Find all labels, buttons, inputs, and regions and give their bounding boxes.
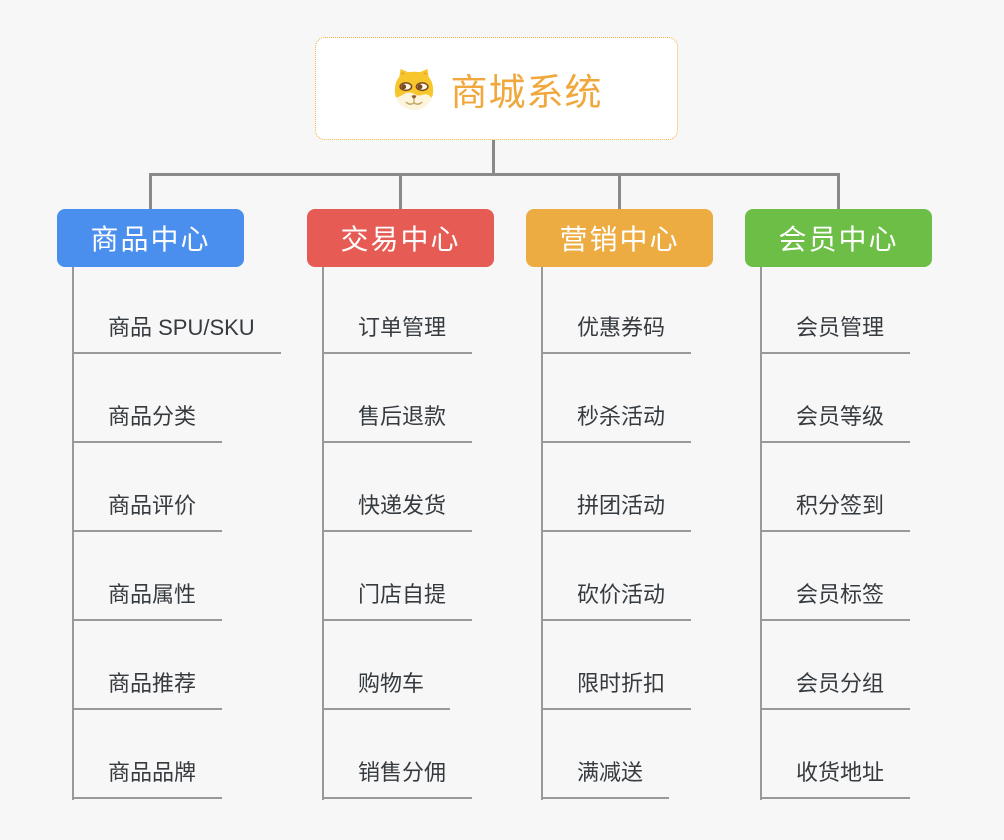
branch-item[interactable]: 商品推荐 (72, 669, 223, 710)
branch-item[interactable]: 商品品牌 (72, 758, 223, 799)
connector-drop-member (837, 173, 840, 209)
root-title: 商城系统 (450, 71, 603, 113)
branch-item[interactable]: 售后退款 (322, 402, 473, 443)
connector-root-stem (492, 140, 495, 173)
branch-item[interactable]: 秒杀活动 (541, 402, 692, 443)
connector-bus (149, 173, 840, 176)
branch-product-center: 商品中心 商品 SPU/SKU 商品分类商品评价商品属性商品推荐商品品牌 (57, 209, 297, 809)
branch-item[interactable]: 订单管理 (322, 313, 473, 354)
connector-drop-marketing (618, 173, 621, 209)
branch-item[interactable]: 商品分类 (72, 402, 223, 443)
dog-face-icon (394, 68, 433, 110)
branch-rail (322, 267, 324, 800)
connector-drop-trade (399, 173, 402, 209)
branch-item[interactable]: 会员管理 (760, 313, 911, 354)
branch-rail (760, 267, 762, 800)
branch-header-member[interactable]: 会员中心 (745, 209, 932, 267)
branch-marketing-center: 营销中心 优惠券码秒杀活动拼团活动砍价活动限时折扣满减送 (526, 209, 766, 809)
branch-item[interactable]: 销售分佣 (322, 758, 473, 799)
branch-rail (72, 267, 74, 800)
branch-item[interactable]: 限时折扣 (541, 669, 692, 710)
branch-item[interactable]: 快递发货 (322, 491, 473, 532)
branch-header-marketing[interactable]: 营销中心 (526, 209, 713, 267)
branch-item[interactable]: 收货地址 (760, 758, 911, 799)
branch-item[interactable]: 优惠券码 (541, 313, 692, 354)
branch-item[interactable]: 会员标签 (760, 580, 911, 621)
branch-member-center: 会员中心 会员管理会员等级积分签到会员标签会员分组收货地址 (745, 209, 985, 809)
branch-item[interactable]: 商品评价 (72, 491, 223, 532)
branch-item[interactable]: 购物车 (322, 669, 451, 710)
branch-trade-center: 交易中心 订单管理售后退款快递发货门店自提购物车销售分佣 (307, 209, 547, 809)
root-node[interactable]: 商城系统 (315, 37, 678, 140)
branch-rail (541, 267, 543, 800)
branch-header-product[interactable]: 商品中心 (57, 209, 244, 267)
branch-header-trade[interactable]: 交易中心 (307, 209, 494, 267)
branch-item[interactable]: 砍价活动 (541, 580, 692, 621)
branch-item[interactable]: 拼团活动 (541, 491, 692, 532)
branch-item[interactable]: 满减送 (541, 758, 670, 799)
branch-item[interactable]: 会员分组 (760, 669, 911, 710)
branch-item[interactable]: 积分签到 (760, 491, 911, 532)
branch-item[interactable]: 商品属性 (72, 580, 223, 621)
branch-item[interactable]: 会员等级 (760, 402, 911, 443)
branch-item[interactable]: 商品 SPU/SKU (72, 313, 281, 354)
connector-drop-product (149, 173, 152, 209)
branch-item[interactable]: 门店自提 (322, 580, 473, 621)
